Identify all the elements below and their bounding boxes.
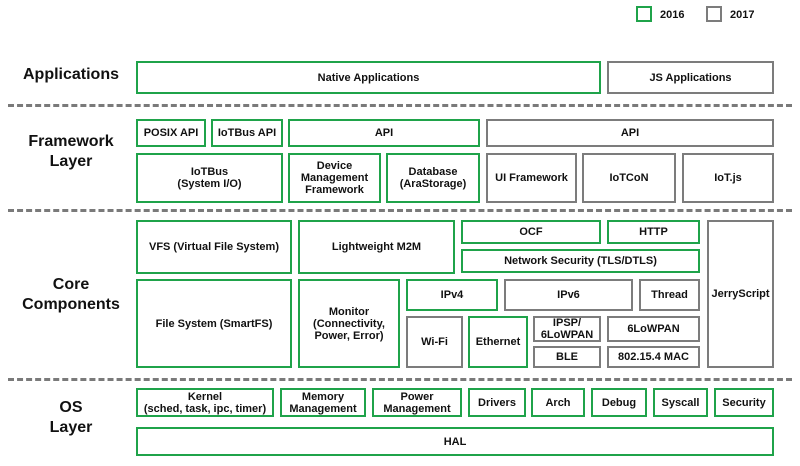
file-system-smartfs-box: File System (SmartFS) <box>136 279 292 368</box>
legend-2017-label: 2017 <box>730 9 755 21</box>
separator-applications-framework <box>8 104 792 107</box>
legend-2016-label: 2016 <box>660 9 685 21</box>
ipv4-box: IPv4 <box>406 279 498 311</box>
monitor-box: Monitor (Connectivity, Power, Error) <box>298 279 400 368</box>
layer-label-framework: Framework Layer <box>28 133 114 170</box>
lightweight-m2m-box: Lightweight M2M <box>298 220 455 274</box>
ui-framework-box: UI Framework <box>486 153 577 203</box>
power-management-box: Power Management <box>372 388 462 417</box>
api-2017-box: API <box>486 119 774 147</box>
arch-box: Arch <box>531 388 585 417</box>
js-applications-box: JS Applications <box>607 61 774 94</box>
ipv6-box: IPv6 <box>504 279 633 311</box>
device-management-framework-box: Device Management Framework <box>288 153 381 203</box>
layer-label-os: OS Layer <box>49 399 93 436</box>
drivers-box: Drivers <box>468 388 526 417</box>
iotjs-box: IoT.js <box>682 153 774 203</box>
legend-2017-swatch <box>706 6 722 22</box>
iotbus-system-io-box: IoTBus (System I/O) <box>136 153 283 203</box>
kernel-box: Kernel (sched, task, ipc, timer) <box>136 388 274 417</box>
ethernet-box: Ethernet <box>468 316 528 368</box>
wifi-box: Wi-Fi <box>406 316 463 368</box>
jerryscript-box: JerryScript <box>707 220 774 368</box>
802-15-4-mac-box: 802.15.4 MAC <box>607 346 700 368</box>
thread-box: Thread <box>639 279 700 311</box>
native-applications-box: Native Applications <box>136 61 601 94</box>
http-box: HTTP <box>607 220 700 244</box>
iotbus-api-box: IoTBus API <box>211 119 283 147</box>
ble-box: BLE <box>533 346 601 368</box>
6lowpan-box: 6LoWPAN <box>607 316 700 342</box>
vfs-box: VFS (Virtual File System) <box>136 220 292 274</box>
layer-label-core: Core Components <box>22 276 120 313</box>
posix-api-box: POSIX API <box>136 119 206 147</box>
ipsp-6lowpan-box: IPSP/ 6LoWPAN <box>533 316 601 342</box>
security-box: Security <box>714 388 774 417</box>
ocf-box: OCF <box>461 220 601 244</box>
memory-management-box: Memory Management <box>280 388 366 417</box>
separator-core-os <box>8 378 792 381</box>
separator-framework-core <box>8 209 792 212</box>
network-security-box: Network Security (TLS/DTLS) <box>461 249 700 273</box>
layer-label-applications: Applications <box>22 66 119 83</box>
iotcon-box: IoTCoN <box>582 153 676 203</box>
api-2016-box: API <box>288 119 480 147</box>
database-arastorage-box: Database (AraStorage) <box>386 153 480 203</box>
hal-box: HAL <box>136 427 774 456</box>
legend-2016-swatch <box>636 6 652 22</box>
syscall-box: Syscall <box>653 388 708 417</box>
debug-box: Debug <box>591 388 647 417</box>
